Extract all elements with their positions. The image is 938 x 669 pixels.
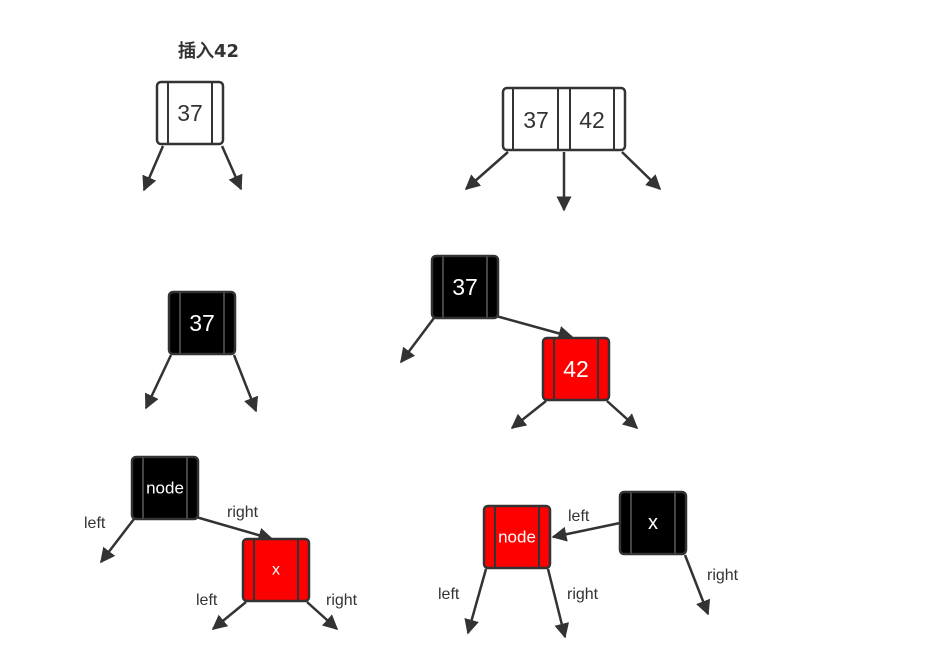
arrow-37-plain-right	[220, 145, 243, 191]
node-37-black-b-label: 37	[452, 274, 478, 300]
node-37-plain-label: 37	[177, 100, 203, 126]
node-black: node	[130, 455, 200, 521]
arrow-node-red-right	[546, 568, 570, 639]
arrow-node-black-to-x	[195, 515, 274, 543]
edge-label-right: right	[227, 504, 259, 521]
edge-label-left: left	[196, 592, 218, 609]
arrow-x-black-right	[683, 554, 711, 616]
edge-label-left: left	[84, 515, 106, 532]
arrow-37-black-b-left	[400, 317, 435, 364]
arrow-37-black-a-right	[232, 354, 259, 413]
node-x-red-label: x	[272, 562, 280, 579]
arrow-node-black-left	[100, 518, 135, 564]
arrow-42-right	[606, 400, 639, 430]
arrow-37-plain-left	[142, 145, 165, 192]
node-37-plain: 37	[155, 80, 225, 146]
node-37-42-right-label: 42	[579, 107, 605, 133]
node-37-black-b: 37	[430, 254, 500, 320]
arrow-37-42-right	[621, 151, 662, 191]
arrow-node-red-left	[464, 568, 488, 635]
arrow-37-to-42	[495, 314, 574, 341]
node-red: node	[482, 504, 552, 570]
node-red-label: node	[498, 528, 536, 547]
node-x-black-label: x	[648, 512, 658, 534]
node-x-red: x	[241, 537, 311, 603]
arrow-37-black-a-left	[144, 354, 173, 410]
edge-label-right: right	[326, 592, 358, 609]
node-42-red-label: 42	[563, 356, 589, 382]
arrow-42-left	[510, 400, 547, 429]
edge-label-left: left	[438, 586, 460, 603]
arrow-x-black-to-node	[551, 521, 621, 542]
arrow-x-red-right	[306, 601, 339, 631]
edge-label-right: right	[567, 586, 599, 603]
arrow-37-42-left	[464, 151, 509, 190]
edge-label-right: right	[707, 567, 739, 584]
diagram-title: 插入42	[178, 40, 239, 62]
edge-label-left: left	[568, 508, 590, 525]
node-37-42-plain: 37 42	[501, 86, 627, 152]
node-37-black-a: 37	[167, 290, 237, 356]
node-42-red: 42	[541, 336, 611, 402]
arrow-x-red-left	[211, 601, 247, 630]
node-black-label: node	[146, 479, 184, 498]
node-37-black-a-label: 37	[189, 310, 215, 336]
node-x-black: x	[618, 490, 688, 556]
node-37-42-left-label: 37	[523, 107, 549, 133]
